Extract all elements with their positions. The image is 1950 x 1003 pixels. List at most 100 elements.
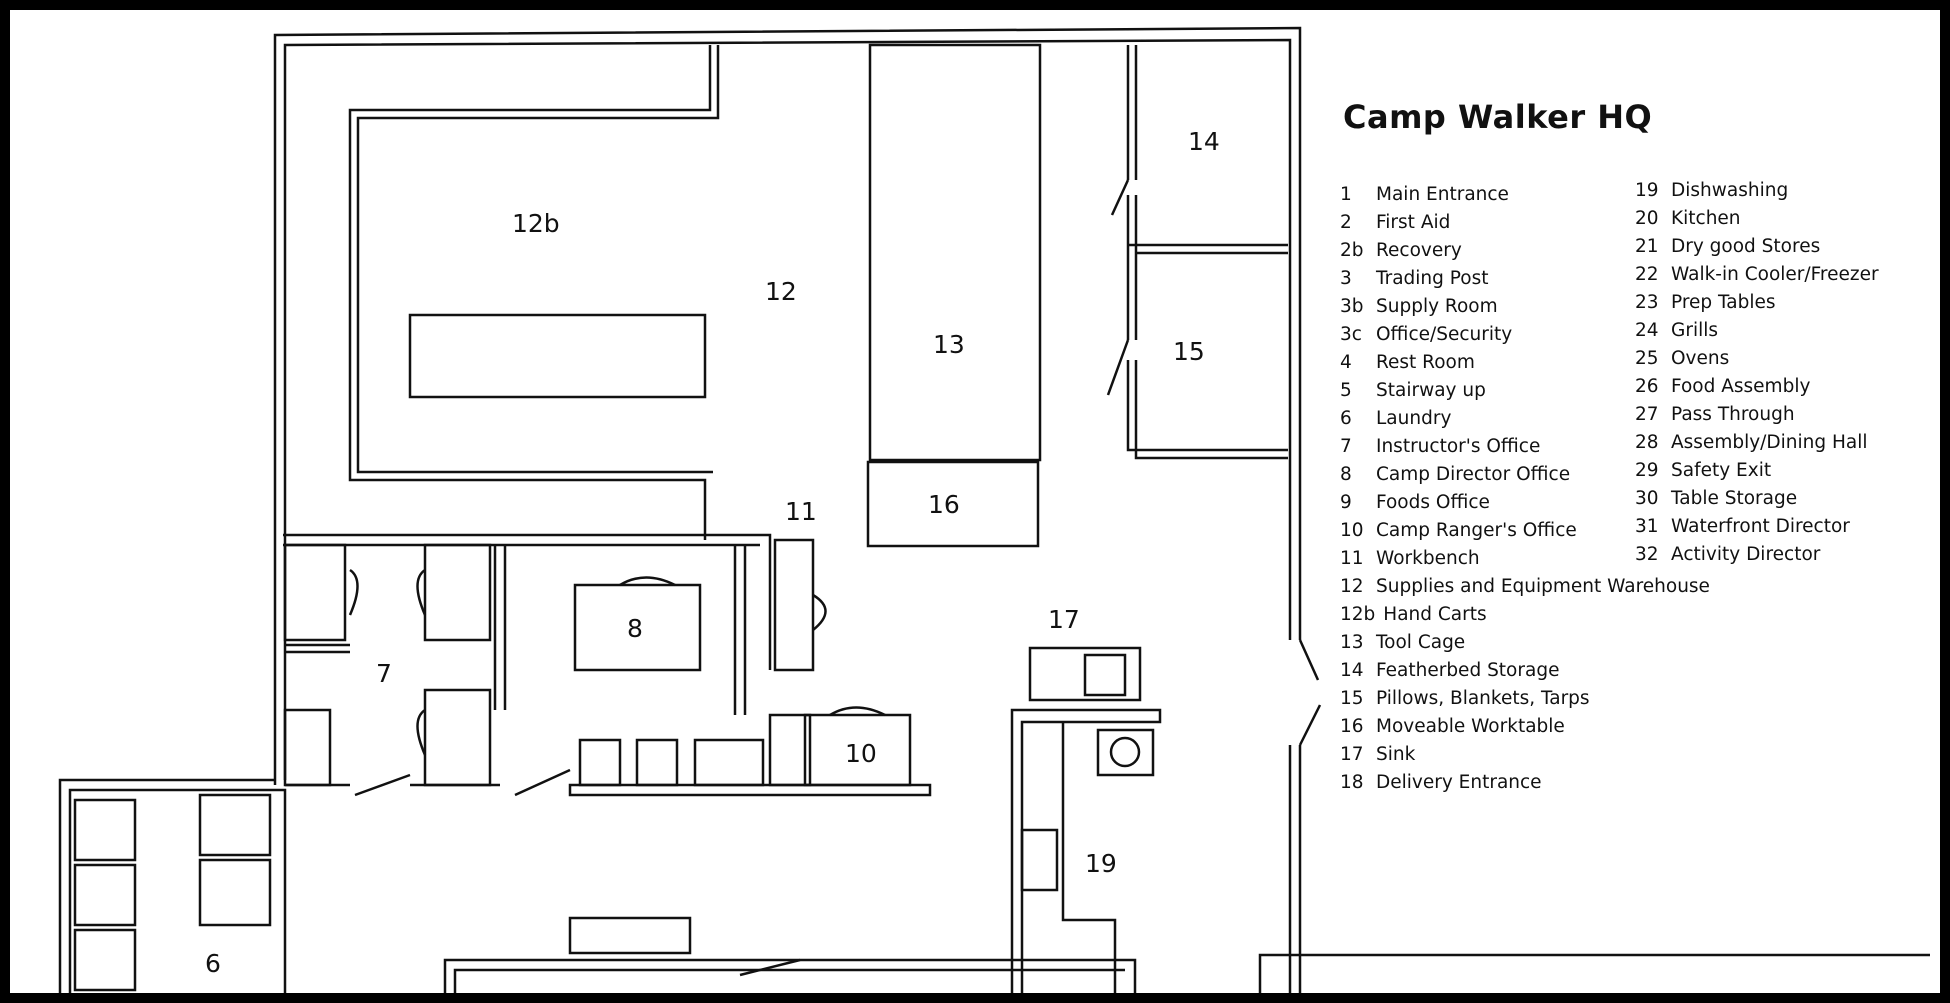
legend-item-number: 2 — [1340, 212, 1352, 233]
legend-item: 5 Stairway up — [1340, 380, 1486, 401]
legend-item-name: Featherbed Storage — [1376, 660, 1560, 681]
room-label-17: 17 — [1048, 605, 1080, 634]
legend-item-number: 31 — [1635, 516, 1659, 537]
legend-item: 6 Laundry — [1340, 408, 1451, 429]
legend-item-name: Supply Room — [1376, 296, 1498, 317]
legend-item-name: Food Assembly — [1671, 376, 1811, 397]
room-label-12b: 12b — [512, 209, 560, 238]
tool-cage — [866, 43, 1042, 548]
legend-item: 2 First Aid — [1340, 212, 1450, 233]
legend-item-number: 26 — [1635, 376, 1659, 397]
legend-item-name: Office/Security — [1376, 324, 1513, 345]
sink-and-dishwashing — [1010, 646, 1162, 993]
storage-rooms — [1106, 45, 1288, 460]
legend-item-name: Tool Cage — [1376, 632, 1466, 653]
legend-item-number: 1 — [1340, 184, 1352, 205]
legend-item-number: 6 — [1340, 408, 1352, 429]
legend-item-number: 15 — [1340, 688, 1364, 709]
legend-item-name: Walk-in Cooler/Freezer — [1671, 264, 1879, 285]
legend-item-name: Main Entrance — [1376, 184, 1509, 205]
legend-item-name: Rest Room — [1376, 352, 1475, 373]
legend-item-number: 19 — [1635, 180, 1659, 201]
laundry-and-counters — [73, 793, 1930, 993]
floor-plan-drawing: 12b 12 13 14 15 16 11 8 7 10 17 19 6 — [58, 26, 1930, 993]
legend-item-number: 20 — [1635, 208, 1659, 229]
legend-item-number: 9 — [1340, 492, 1352, 513]
legend-item-name: Recovery — [1376, 240, 1462, 261]
legend-item: 19 Dishwashing — [1635, 180, 1788, 201]
legend-item-number: 10 — [1340, 520, 1364, 541]
legend-item-name: Kitchen — [1671, 208, 1741, 229]
legend-item: 17 Sink — [1340, 744, 1415, 765]
legend-item-number: 25 — [1635, 348, 1659, 369]
room-label-13: 13 — [933, 330, 965, 359]
legend-item-name: Activity Director — [1671, 544, 1821, 565]
legend-item-number: 5 — [1340, 380, 1352, 401]
legend-item-name: Instructor's Office — [1376, 436, 1541, 457]
room-label-14: 14 — [1188, 127, 1220, 156]
legend-item: 7 Instructor's Office — [1340, 436, 1540, 457]
legend-item-name: Hand Carts — [1383, 604, 1487, 625]
legend-item-name: Grills — [1671, 320, 1718, 341]
legend-item: 1 Main Entrance — [1340, 184, 1509, 205]
legend-item-name: Waterfront Director — [1671, 516, 1850, 537]
legend-item: 16 Moveable Worktable — [1340, 716, 1565, 737]
legend-item-name: Ovens — [1671, 348, 1730, 369]
legend-item-name: First Aid — [1376, 212, 1451, 233]
legend-item-number: 22 — [1635, 264, 1659, 285]
legend-item-name: Delivery Entrance — [1376, 772, 1542, 793]
legend-item-name: Pass Through — [1671, 404, 1795, 425]
room-label-16: 16 — [928, 490, 960, 519]
legend-item: 18 Delivery Entrance — [1340, 772, 1542, 793]
legend-item-name: Pillows, Blankets, Tarps — [1376, 688, 1590, 709]
legend-item-number: 11 — [1340, 548, 1364, 569]
legend-item: 13 Tool Cage — [1340, 632, 1465, 653]
legend-item-number: 16 — [1340, 716, 1364, 737]
legend-item-number: 13 — [1340, 632, 1364, 653]
outer-walls — [58, 26, 1322, 993]
legend-item-number: 28 — [1635, 432, 1659, 453]
legend-item: 31 Waterfront Director — [1635, 516, 1850, 537]
legend-item-number: 7 — [1340, 436, 1352, 457]
legend-item-number: 29 — [1635, 460, 1659, 481]
legend-item-number: 23 — [1635, 292, 1659, 313]
room-label-7: 7 — [376, 659, 392, 688]
legend-item-name: Moveable Worktable — [1376, 716, 1565, 737]
legend-item-name: Supplies and Equipment Warehouse — [1376, 576, 1710, 597]
legend-item-name: Sink — [1376, 744, 1416, 765]
office-block — [283, 533, 932, 797]
legend-item-number: 8 — [1340, 464, 1352, 485]
legend-item-number: 21 — [1635, 236, 1659, 257]
legend-item-number: 18 — [1340, 772, 1364, 793]
legend-item-number: 3b — [1340, 296, 1364, 317]
room-label-19: 19 — [1085, 849, 1117, 878]
warehouse-shelving — [348, 45, 720, 540]
room-label-8: 8 — [627, 614, 643, 643]
legend-item-number: 2b — [1340, 240, 1364, 261]
legend-item-name: Dishwashing — [1671, 180, 1789, 201]
legend-item-name: Workbench — [1376, 548, 1480, 569]
legend-item-number: 17 — [1340, 744, 1364, 765]
legend-item: 14 Featherbed Storage — [1340, 660, 1559, 681]
legend-item: 11 Workbench — [1340, 548, 1480, 569]
legend-item-number: 14 — [1340, 660, 1364, 681]
legend-item-name: Laundry — [1376, 408, 1452, 429]
plan-title: Camp Walker HQ — [1343, 98, 1653, 136]
room-label-12: 12 — [765, 277, 797, 306]
room-label-15: 15 — [1173, 337, 1205, 366]
legend-item-number: 3 — [1340, 268, 1352, 289]
legend-item-name: Stairway up — [1376, 380, 1486, 401]
room-label-11: 11 — [785, 497, 817, 526]
